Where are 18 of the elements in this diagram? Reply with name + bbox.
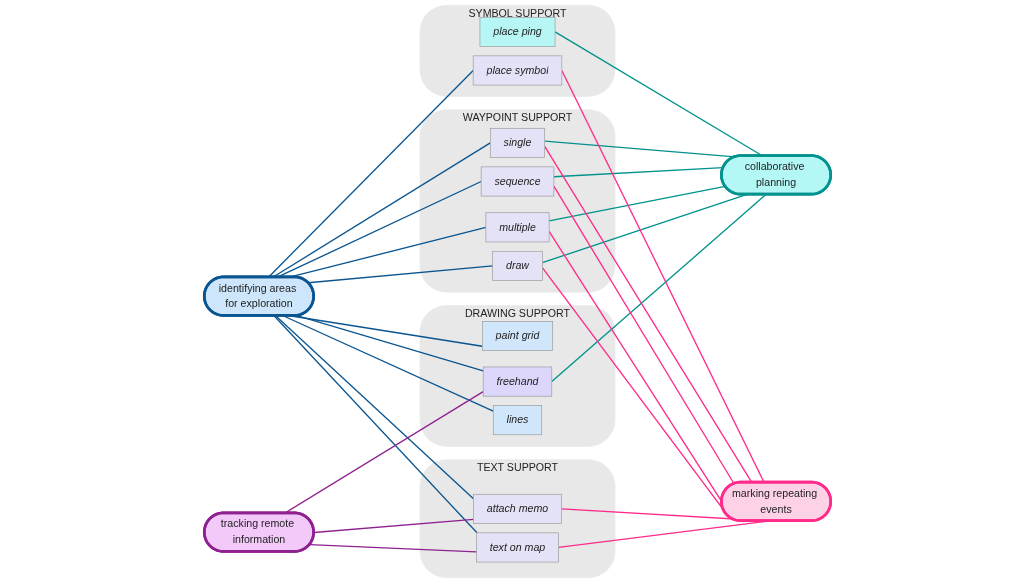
node-box: multiple bbox=[485, 212, 550, 243]
node-box: sequence bbox=[480, 166, 555, 197]
connector bbox=[548, 185, 726, 222]
node-box: place ping bbox=[479, 16, 556, 47]
node-box: paint grid bbox=[482, 321, 553, 351]
node-box: attach memo bbox=[473, 493, 562, 524]
connector bbox=[273, 315, 478, 534]
node-box: draw bbox=[492, 250, 543, 281]
node-box: place symbol bbox=[472, 55, 563, 86]
connector bbox=[309, 543, 478, 553]
connector bbox=[553, 185, 735, 485]
connector bbox=[544, 145, 753, 484]
connector bbox=[313, 518, 475, 534]
node-box: text on map bbox=[476, 532, 559, 563]
connector bbox=[274, 315, 475, 500]
node-box: single bbox=[490, 127, 546, 158]
node-box: freehand bbox=[482, 366, 553, 397]
node-box: lines bbox=[492, 405, 543, 436]
